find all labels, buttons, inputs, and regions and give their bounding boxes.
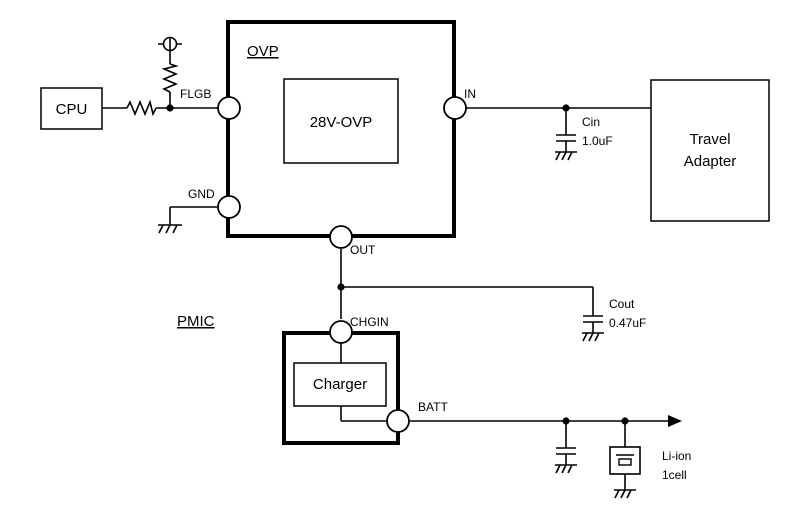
cout-value: 0.47uF: [609, 316, 646, 330]
battery-label-line1: Li-ion: [662, 449, 691, 463]
cout-capacitor: [583, 315, 603, 323]
pmic-title: PMIC: [177, 313, 215, 330]
ovp-28v-label: 28V-OVP: [310, 114, 373, 131]
in-pin: [443, 96, 467, 120]
junction-battery: [621, 417, 629, 425]
travel-adapter-block: [650, 79, 770, 222]
ground-cin: [555, 151, 577, 161]
gnd-pin-label: GND: [188, 187, 215, 201]
output-arrow-icon: [668, 415, 682, 427]
battery-icon: [609, 446, 641, 475]
junction-flgb: [166, 104, 174, 112]
cpu-block: [40, 87, 103, 130]
junction-in: [562, 104, 570, 112]
charger-label: Charger: [313, 376, 367, 393]
out-pin: [329, 225, 353, 249]
chgin-pin: [329, 320, 353, 344]
ovp-title: OVP: [247, 43, 279, 60]
battery-label-line2: 1cell: [662, 468, 687, 482]
cin-name: Cin: [582, 115, 600, 129]
pullup-resistor: [161, 63, 179, 93]
ground-batt-cap: [555, 464, 577, 474]
ground-ovp: [158, 224, 182, 234]
ground-cout: [582, 332, 604, 342]
adapter-label-line1: Travel: [689, 131, 730, 148]
ground-battery: [614, 489, 636, 499]
supply-symbol: [158, 36, 182, 52]
batt-pin-label: BATT: [418, 400, 448, 414]
ovp-28v-block: [283, 78, 399, 164]
charger-block: [293, 362, 387, 407]
out-pin-label: OUT: [350, 243, 376, 257]
junction-out: [337, 283, 345, 291]
batt-capacitor: [556, 447, 576, 455]
flgb-pin: [217, 96, 241, 120]
batt-pin: [386, 409, 410, 433]
in-pin-label: IN: [464, 87, 476, 101]
adapter-label-line2: Adapter: [684, 153, 737, 170]
cin-capacitor: [556, 134, 576, 142]
chgin-pin-label: CHGIN: [350, 315, 389, 329]
cpu-label: CPU: [56, 101, 88, 118]
junction-batt-cap: [562, 417, 570, 425]
cin-value: 1.0uF: [582, 134, 613, 148]
gnd-pin: [217, 195, 241, 219]
flgb-pin-label: FLGB: [180, 87, 211, 101]
series-resistor: [126, 99, 157, 117]
cout-name: Cout: [609, 297, 635, 311]
